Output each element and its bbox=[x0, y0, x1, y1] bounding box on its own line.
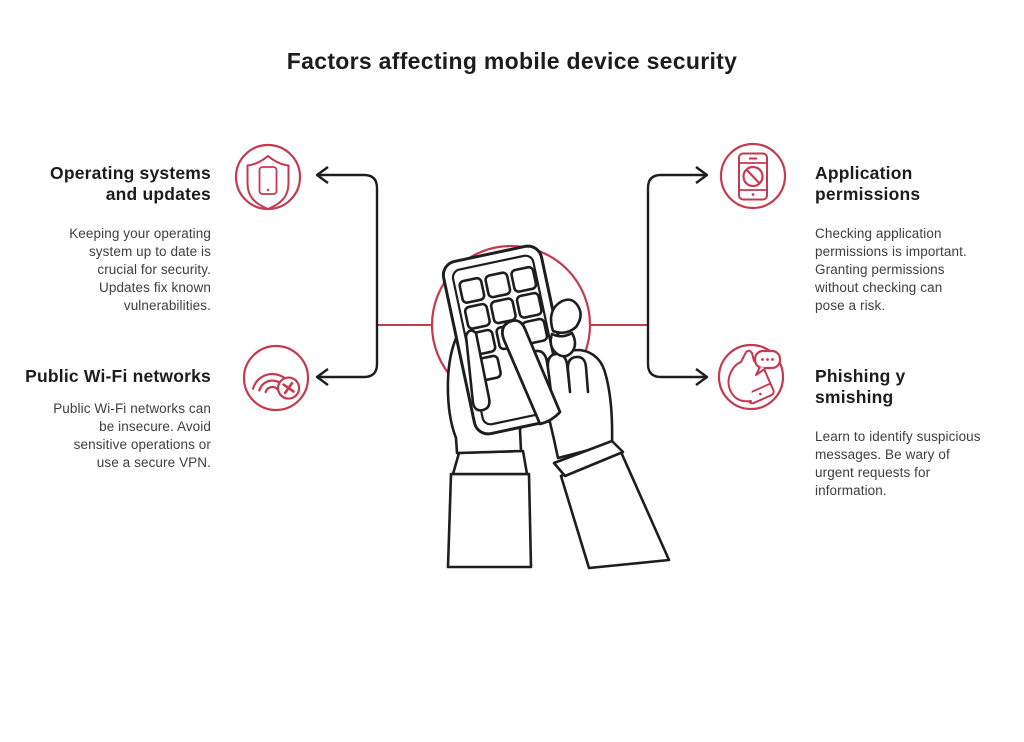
phone-blocked-icon bbox=[719, 142, 787, 210]
left-sleeve bbox=[446, 472, 533, 569]
arrow-right-bottom-icon bbox=[695, 368, 709, 386]
right-cuff bbox=[552, 439, 625, 478]
section-body: Checking application permissions is impo… bbox=[815, 226, 967, 313]
arrow-left-top-icon bbox=[315, 166, 329, 184]
wifi-blocked-icon bbox=[242, 344, 310, 412]
left-thumb bbox=[464, 329, 491, 412]
index-finger bbox=[500, 319, 562, 426]
left-cuff bbox=[451, 449, 529, 476]
section-public-wifi: Public Wi-Fi networks Public Wi-Fi netwo… bbox=[0, 366, 211, 472]
section-heading: Public Wi-Fi networks bbox=[25, 366, 211, 386]
arrow-left-bottom-icon bbox=[315, 368, 329, 386]
hands-typing-on-smartphone bbox=[441, 244, 671, 570]
section-body: Public Wi-Fi networks can be insecure. A… bbox=[53, 401, 211, 470]
section-application-permissions: Application permissions Checking applica… bbox=[815, 163, 1024, 315]
right-thumb-knuckle bbox=[549, 298, 582, 335]
section-heading: Phishing y smishing bbox=[815, 366, 906, 407]
section-phishing-smishing: Phishing y smishing Learn to identify su… bbox=[815, 366, 1024, 500]
section-operating-systems: Operating systems and updates Keeping yo… bbox=[0, 163, 211, 315]
section-heading: Operating systems and updates bbox=[50, 163, 211, 204]
phone-message-icon bbox=[717, 343, 785, 411]
arrow-right-top-icon bbox=[695, 166, 709, 184]
connector-right bbox=[646, 166, 709, 386]
section-body: Keeping your operating system up to date… bbox=[69, 226, 211, 313]
connector-left bbox=[315, 166, 379, 386]
section-heading: Application permissions bbox=[815, 163, 921, 204]
right-thumb-tip bbox=[549, 331, 577, 358]
page-title: Factors affecting mobile device security bbox=[286, 48, 738, 74]
shield-phone-icon bbox=[234, 143, 302, 211]
section-body: Learn to identify suspicious messages. B… bbox=[815, 429, 981, 498]
